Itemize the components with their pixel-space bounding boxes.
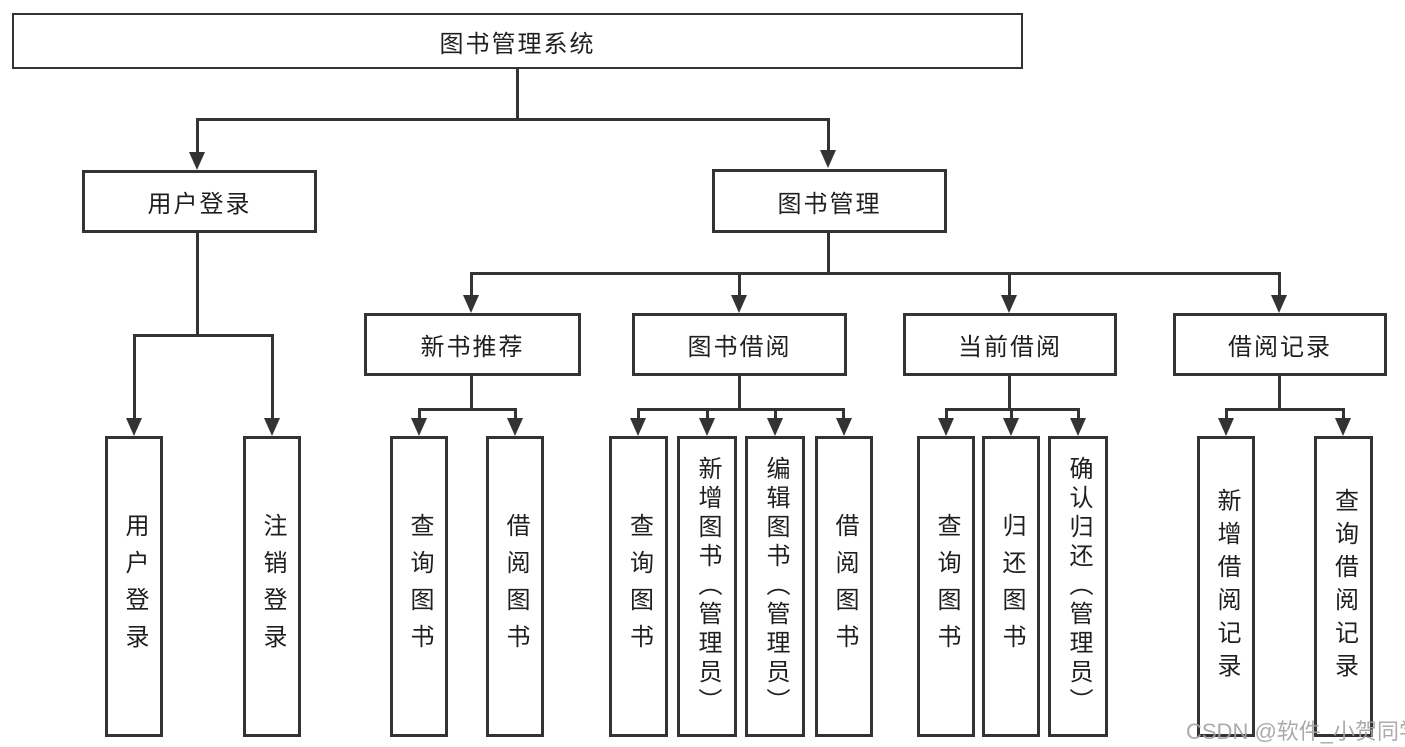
connector-line bbox=[706, 408, 709, 420]
leaf-user-login-action-label: 用户登录 bbox=[121, 512, 148, 661]
connector-line bbox=[842, 408, 845, 420]
connector-line bbox=[637, 408, 640, 420]
connector-line bbox=[133, 334, 273, 337]
arrowhead-icon bbox=[189, 152, 205, 170]
arrowhead-icon bbox=[1335, 418, 1351, 436]
connector-line bbox=[470, 272, 1281, 275]
node-user-login: 用户登录 bbox=[82, 170, 317, 233]
leaf-add-borrow-record: 新增借阅记录 bbox=[1197, 436, 1255, 737]
connector-line bbox=[945, 408, 948, 420]
connector-line bbox=[1278, 272, 1281, 295]
node-new-book-recommendation: 新书推荐 bbox=[364, 313, 581, 376]
leaf-query-books-borrowing: 查询图书 bbox=[609, 436, 668, 737]
connector-line bbox=[637, 408, 845, 411]
arrowhead-icon bbox=[507, 418, 523, 436]
connector-line bbox=[1008, 374, 1011, 408]
node-borrowing-records: 借阅记录 bbox=[1173, 313, 1387, 376]
arrowhead-icon bbox=[1001, 295, 1017, 313]
arrowhead-icon bbox=[630, 418, 646, 436]
arrowhead-icon bbox=[411, 418, 427, 436]
arrowhead-icon bbox=[463, 295, 479, 313]
connector-line bbox=[271, 334, 274, 418]
leaf-edit-books-admin-label: 编辑图书（管理员） bbox=[762, 456, 789, 717]
node-user-login-label: 用户登录 bbox=[147, 191, 252, 218]
arrowhead-icon bbox=[820, 150, 836, 168]
arrowhead-icon bbox=[1003, 418, 1019, 436]
leaf-query-books-current-label: 查询图书 bbox=[933, 512, 960, 661]
arrowhead-icon bbox=[264, 418, 280, 436]
connector-line bbox=[1225, 408, 1344, 411]
connector-line bbox=[827, 118, 830, 154]
leaf-borrow-books-recommend-label: 借阅图书 bbox=[502, 512, 529, 661]
connector-line bbox=[1008, 272, 1011, 295]
leaf-query-books-borrowing-label: 查询图书 bbox=[625, 512, 653, 661]
node-book-management: 图书管理 bbox=[712, 169, 947, 233]
node-current-borrowing: 当前借阅 bbox=[903, 313, 1117, 376]
leaf-borrow-books-borrowing: 借阅图书 bbox=[815, 436, 873, 737]
connector-line bbox=[196, 231, 199, 334]
node-root-library-system: 图书管理系统 bbox=[12, 13, 1023, 69]
csdn-watermark: CSDN @软件_小贺同学 bbox=[1186, 719, 1405, 744]
connector-line bbox=[470, 374, 473, 408]
arrowhead-icon bbox=[699, 418, 715, 436]
node-book-borrowing-label: 图书借阅 bbox=[687, 334, 792, 361]
leaf-return-books: 归还图书 bbox=[982, 436, 1040, 737]
arrowhead-icon bbox=[731, 295, 747, 313]
node-book-borrowing: 图书借阅 bbox=[632, 313, 847, 376]
node-root-label: 图书管理系统 bbox=[439, 30, 596, 58]
leaf-logout-action-label: 注销登录 bbox=[259, 512, 286, 661]
leaf-query-books-recommend: 查询图书 bbox=[390, 436, 448, 737]
arrowhead-icon bbox=[767, 418, 783, 436]
arrowhead-icon bbox=[836, 418, 852, 436]
arrowhead-icon bbox=[1070, 418, 1086, 436]
connector-line bbox=[1010, 408, 1013, 420]
node-borrowing-records-label: 借阅记录 bbox=[1228, 334, 1332, 361]
connector-line bbox=[738, 272, 741, 295]
leaf-confirm-return-admin-label: 确认归还（管理员） bbox=[1065, 456, 1092, 717]
connector-line bbox=[1278, 374, 1281, 408]
leaf-return-books-label: 归还图书 bbox=[998, 512, 1025, 661]
connector-line bbox=[418, 408, 421, 420]
connector-line bbox=[514, 408, 517, 420]
leaf-user-login-action: 用户登录 bbox=[105, 436, 163, 737]
arrowhead-icon bbox=[1271, 295, 1287, 313]
leaf-add-borrow-record-label: 新增借阅记录 bbox=[1213, 487, 1240, 686]
leaf-query-borrow-record-label: 查询借阅记录 bbox=[1330, 487, 1358, 686]
leaf-confirm-return-admin: 确认归还（管理员） bbox=[1048, 436, 1108, 737]
node-book-management-label: 图书管理 bbox=[777, 190, 882, 218]
connector-line bbox=[418, 408, 516, 411]
leaf-query-borrow-record: 查询借阅记录 bbox=[1314, 436, 1373, 737]
leaf-query-books-recommend-label: 查询图书 bbox=[406, 512, 433, 661]
leaf-query-books-current: 查询图书 bbox=[917, 436, 975, 737]
leaf-borrow-books-borrowing-label: 借阅图书 bbox=[831, 512, 858, 661]
node-current-borrowing-label: 当前借阅 bbox=[958, 334, 1062, 361]
node-new-book-recommendation-label: 新书推荐 bbox=[420, 334, 525, 361]
connector-line bbox=[470, 272, 473, 295]
connector-line bbox=[827, 231, 830, 272]
leaf-add-books-admin-label: 新增图书（管理员） bbox=[694, 456, 721, 717]
connector-line bbox=[774, 408, 777, 420]
connector-line bbox=[516, 67, 519, 118]
connector-line bbox=[1077, 408, 1080, 420]
leaf-edit-books-admin: 编辑图书（管理员） bbox=[745, 436, 805, 737]
connector-line bbox=[738, 374, 741, 408]
leaf-add-books-admin: 新增图书（管理员） bbox=[677, 436, 737, 737]
connector-line bbox=[196, 118, 199, 154]
connector-line bbox=[133, 334, 136, 418]
connector-line bbox=[1342, 408, 1345, 420]
arrowhead-icon bbox=[938, 418, 954, 436]
leaf-borrow-books-recommend: 借阅图书 bbox=[486, 436, 544, 737]
connector-line bbox=[197, 118, 829, 121]
arrowhead-icon bbox=[126, 418, 142, 436]
leaf-logout-action: 注销登录 bbox=[243, 436, 301, 737]
connector-line bbox=[1225, 408, 1228, 420]
arrowhead-icon bbox=[1218, 418, 1234, 436]
